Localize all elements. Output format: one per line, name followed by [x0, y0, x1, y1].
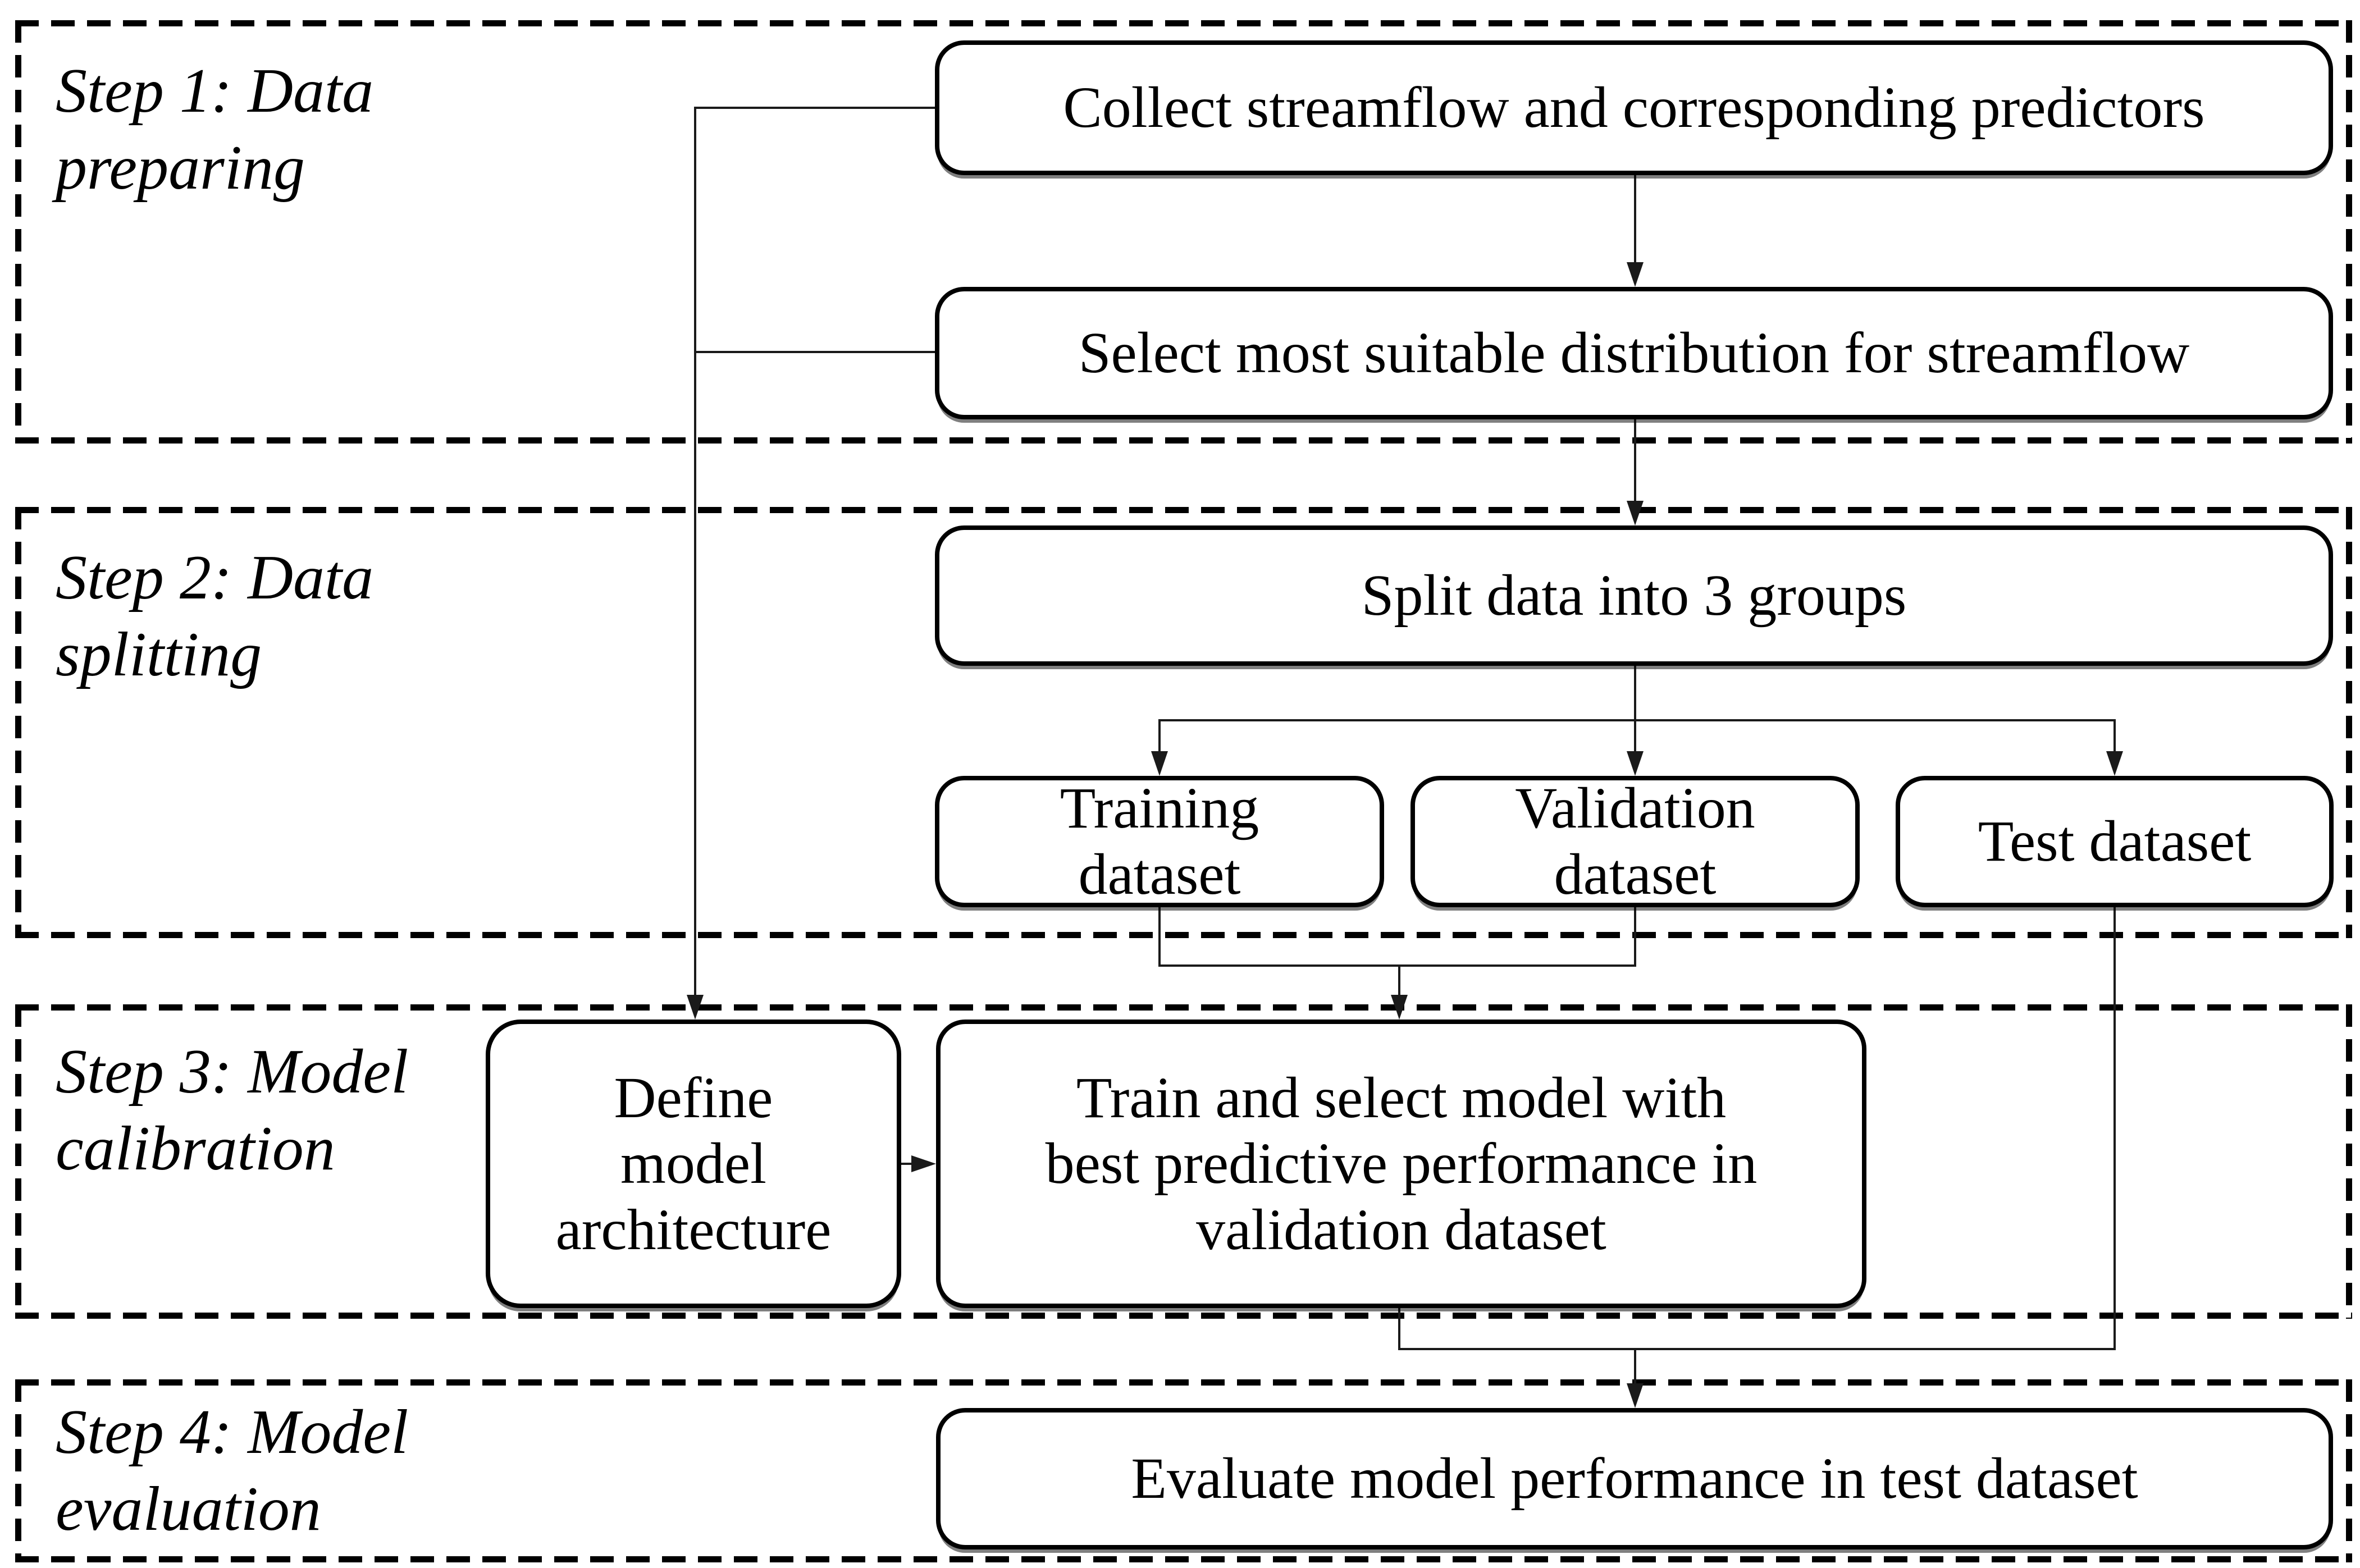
arrowhead-to-define	[687, 995, 704, 1020]
node-evaluate-performance: Evaluate model performance in test datas…	[936, 1408, 2333, 1549]
connector-train-select-down-line	[1398, 1308, 1400, 1350]
node-select-distribution: Select most suitable distribution for st…	[935, 287, 2333, 419]
connector-to-validation-line	[1634, 719, 1636, 753]
connector-select-stub-line	[694, 351, 935, 353]
node-collect-predictors: Collect streamflow and corresponding pre…	[935, 40, 2333, 175]
node-define-architecture: Define model architecture	[486, 1020, 901, 1308]
node-test-dataset: Test dataset	[1896, 776, 2334, 907]
connector-split-stem-line	[1634, 666, 1636, 723]
connector-test-bypass-line	[2113, 907, 2116, 1350]
node-training-dataset: Training dataset	[935, 776, 1384, 907]
connector-evaluate-merge-line	[1398, 1348, 2116, 1350]
arrowhead-to-evaluate	[1627, 1383, 1644, 1408]
step-3-label: Step 3: Model calibration	[56, 1037, 409, 1183]
connector-validation-down-line	[1634, 907, 1636, 967]
arrowhead-select-to-split	[1627, 501, 1644, 525]
node-train-select-model: Train and select model with best predict…	[936, 1020, 1866, 1308]
node-validation-dataset: Validation dataset	[1410, 776, 1860, 907]
arrowhead-to-validation	[1627, 751, 1644, 776]
arrowhead-to-training	[1151, 751, 1168, 776]
arrowhead-define-to-train	[911, 1155, 936, 1172]
connector-merge-line	[1158, 964, 1636, 967]
step-1-label: Step 1: Data preparing	[56, 56, 374, 203]
connector-define-to-train-line	[901, 1163, 917, 1165]
connector-to-test-line	[2113, 719, 2116, 753]
connector-split-fan-line	[1158, 719, 2116, 721]
node-split-data: Split data into 3 groups	[935, 525, 2333, 666]
arrowhead-collect-to-select	[1627, 262, 1644, 287]
connector-left-rail-line	[694, 107, 696, 999]
step-4-label: Step 4: Model evaluation	[56, 1397, 409, 1544]
arrowhead-to-train-select	[1391, 995, 1408, 1020]
connector-training-down-line	[1158, 907, 1161, 967]
connector-collect-stub-line	[694, 107, 935, 109]
arrowhead-to-test	[2106, 751, 2123, 776]
connector-collect-to-select-line	[1634, 175, 1636, 265]
step-2-label: Step 2: Data splitting	[56, 543, 374, 689]
connector-evaluate-drop-line	[1634, 1348, 1636, 1388]
connector-merge-drop-line	[1398, 964, 1400, 999]
connector-select-to-split-line	[1634, 419, 1636, 505]
connector-to-training-line	[1158, 719, 1161, 753]
